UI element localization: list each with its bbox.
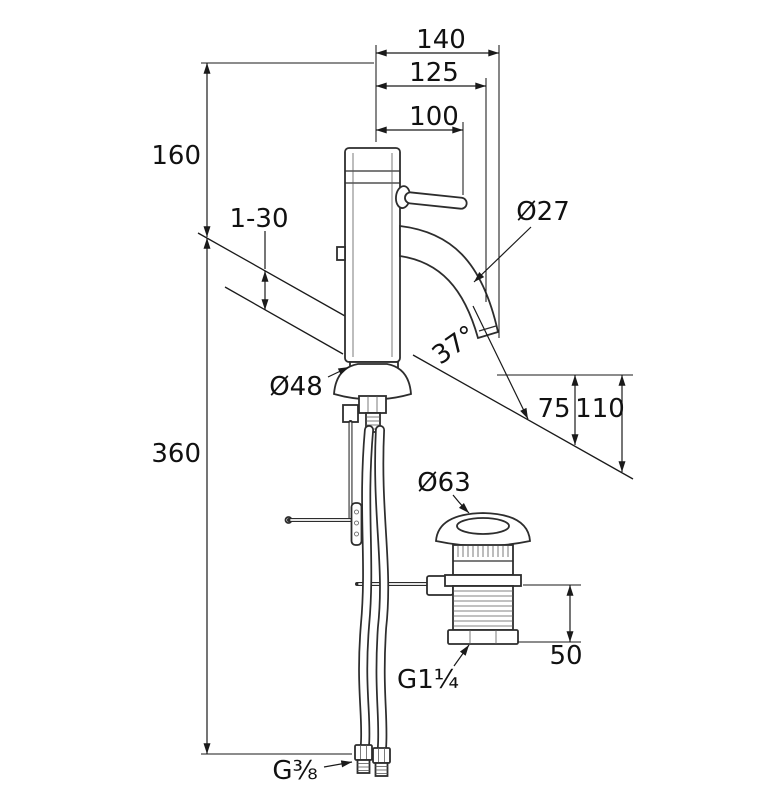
dim-label-50: 50 [549,641,582,671]
fitting-nut-right [372,747,391,764]
deck-line-left [197,232,346,317]
dim-label-140: 140 [416,25,466,55]
fitting-thread-left [356,759,371,774]
waste-flange [444,574,522,587]
body-detail-lines [345,153,400,357]
dimension-labels: 140 125 100 160 1-30 Ø27 Ø48 37° 75 110 … [151,25,624,786]
linkage-clamp [350,502,363,546]
dimension-lines [203,49,626,754]
pop-up-linkage [284,420,433,586]
waste-body-threads [453,590,513,627]
leader-dia63 [452,494,470,514]
neck-knurling [453,546,513,562]
mounting-nut-facets [367,396,378,413]
dim-label-110: 110 [575,394,625,424]
dim-label-75: 75 [537,394,570,424]
supply-hoses [358,425,390,752]
leader-g38 [323,760,353,768]
lever-handle [395,185,468,210]
pop-up-waste [426,512,531,645]
aerator-line [478,325,497,332]
waste-locknut [447,629,519,645]
lever-pin [404,191,468,210]
leader-dia27 [473,226,532,283]
angle-label-spout: 37° [427,320,482,371]
dim-label-160: 160 [151,141,201,171]
base-flange [333,363,412,401]
thread-label-supply: G⅜ [272,756,317,786]
dia-label-waste: Ø63 [417,468,471,498]
leader-lines [323,226,532,768]
dim-label-1-30: 1-30 [229,204,288,234]
spout-angle-axis [472,305,529,420]
dim-label-100: 100 [409,102,459,132]
mounting-nut [358,395,387,414]
rod-joint-block [342,404,359,423]
fitting-thread-right [374,762,389,777]
leader-dia48 [327,366,350,378]
supply-fittings [354,744,391,777]
fitting-nut-left [354,744,373,761]
extension-lines [201,45,633,755]
set-screw-boss [336,246,346,261]
deck-reference-lines [197,232,634,480]
dia-label-spout: Ø27 [516,197,570,227]
deck-underside-line [224,286,344,355]
thread-label-waste: G1¼ [397,665,459,695]
waste-plug-face [456,517,510,535]
dim-label-125: 125 [409,58,459,88]
faucet-mixer [284,147,500,777]
dia-label-base: Ø48 [269,372,323,402]
spout [399,224,500,340]
dim-label-360: 360 [151,439,201,469]
leader-g114 [453,644,470,667]
waste-body [452,585,514,631]
